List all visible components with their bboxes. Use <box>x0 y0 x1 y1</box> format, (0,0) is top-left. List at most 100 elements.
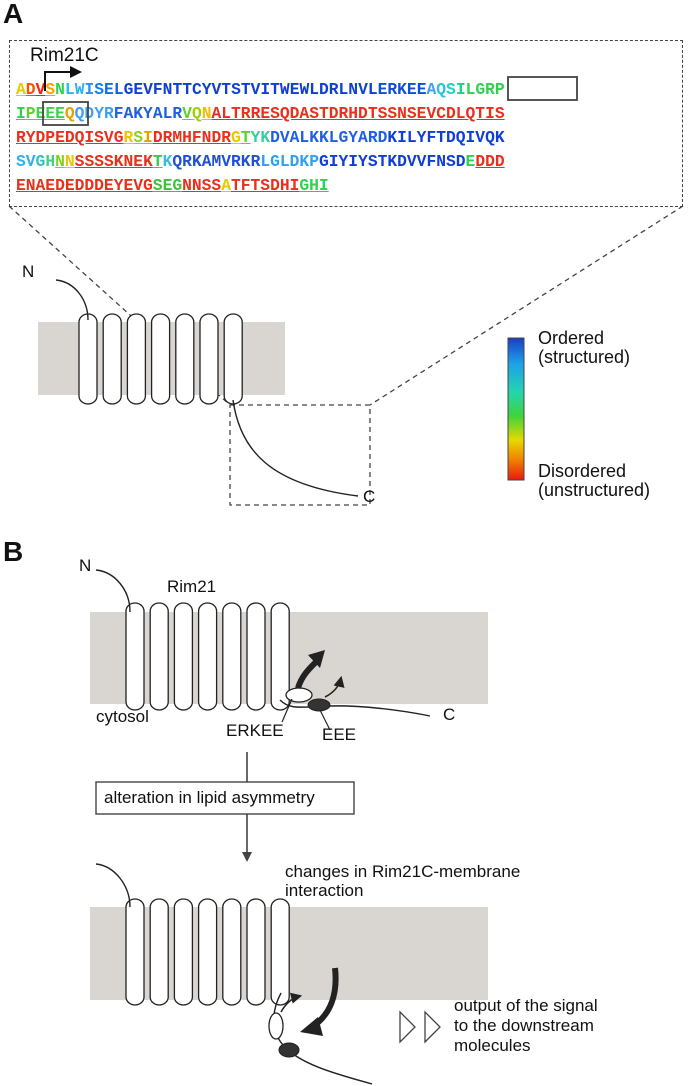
sequence-segment: N <box>64 152 75 171</box>
sequence-segment: YK <box>250 128 271 147</box>
n-terminal-label-b: N <box>79 556 92 575</box>
erkee-label: ERKEE <box>226 721 284 740</box>
output-label-line2: to the downstream <box>454 1016 594 1035</box>
big-arrow-curve-head <box>300 1017 323 1036</box>
n-terminal-label-a: N <box>22 262 35 281</box>
output-label-line3: molecules <box>454 1036 531 1055</box>
sequence-segment: H <box>45 152 56 171</box>
transmembrane-helix <box>223 313 243 405</box>
legend-ordered-label: Ordered <box>538 328 605 348</box>
sequence-segment: E <box>104 80 114 99</box>
sequence-line: SVGHNNSSSSKNEKTKQRKAMVRKRLGLDKPGIYIYSTKD… <box>16 152 505 171</box>
sequence-segment: GHI <box>299 176 329 195</box>
sequence-segment: ALTRRESQDASTDRHDTSSNSEVCDLQTIS <box>211 104 505 123</box>
sequence-segment: P <box>25 104 36 123</box>
sequence-segment: DVALKKLGYARD <box>270 128 388 147</box>
panel-b-letter: B <box>3 536 24 567</box>
helices-a <box>78 313 243 405</box>
legend-structured-label: (structured) <box>538 347 631 367</box>
transmembrane-helix <box>149 898 169 1006</box>
sequence-segment: G <box>231 128 241 147</box>
transmembrane-helix <box>126 313 147 405</box>
sequence-line: ENAEDEDDDEYEVGSEGNNSSATFTSDHIGHI <box>16 176 329 195</box>
sequence-line: ADVSNLWISELGEVFNTTCYVTSTVITWEWLDRLNVLERK… <box>16 80 505 99</box>
sequence-segment: FAKYALR <box>113 104 183 123</box>
sequence-segment: N <box>201 104 212 123</box>
sequence-segment: K <box>162 152 173 171</box>
transmembrane-helix <box>149 602 169 711</box>
sequence-segment: KILYFTDQIVQK <box>387 128 505 147</box>
order-legend-bar <box>507 337 525 481</box>
flow-arrowhead <box>242 852 252 862</box>
sequence-segment: DRMHFNDR <box>152 128 231 147</box>
cytosol-label: cytosol <box>96 707 149 726</box>
erkee-pointer <box>281 698 293 723</box>
sequence-segment: S <box>94 80 105 99</box>
sequence-segment: SV <box>16 152 36 171</box>
transmembrane-helix <box>173 898 194 1006</box>
sequence-segment: I <box>143 128 153 147</box>
eee-motif-top <box>307 698 331 712</box>
helices-b-bottom <box>125 898 290 1006</box>
transmembrane-helix <box>222 602 242 711</box>
sequence-segment: QDYR <box>74 104 114 123</box>
panel-a-letter: A <box>3 0 24 29</box>
big-arrow-head <box>308 650 325 668</box>
sequence-segment: A <box>16 80 26 99</box>
eee-pointer <box>319 709 331 731</box>
c-terminal-tail-b1 <box>279 699 431 717</box>
sequence-segment: Q <box>191 104 202 123</box>
sequence-box <box>9 40 683 207</box>
sequence-segment: DDD <box>475 152 505 171</box>
n-terminal-tail-b2 <box>95 863 131 908</box>
sequence-segment: GEVFNTTCYVTSTVITWEWLDRLNVL <box>123 80 378 99</box>
sequence-segment: T <box>240 128 251 147</box>
sequence-segment: I <box>455 80 466 99</box>
transmembrane-helix <box>102 313 122 405</box>
sequence-segment: LGLDKP <box>260 152 319 171</box>
transmembrane-helix <box>222 898 242 1006</box>
sequence-segment: D <box>25 80 36 99</box>
sequence-segment: LGRP <box>465 80 505 99</box>
sequence-segment: N <box>55 80 65 99</box>
sequence-segment: Q <box>436 80 447 99</box>
transmembrane-helix <box>78 313 98 405</box>
sequence-segment: W <box>74 80 85 99</box>
small-arrow-up <box>324 675 345 698</box>
erkee-box <box>507 76 578 101</box>
output-label-line1: output of the signal <box>454 996 598 1015</box>
erkee-motif-top <box>285 687 313 703</box>
sequence-segment: ERKEE <box>377 80 427 99</box>
sequence-segment: V <box>35 80 46 99</box>
sequence-segment: S <box>45 80 56 99</box>
sequence-segment: R <box>123 128 134 147</box>
change-label-line1: changes in Rim21C-membrane <box>285 862 521 881</box>
transmembrane-helix <box>175 313 195 405</box>
erkee-motif-bottom <box>268 1012 284 1040</box>
sequence-segment: N <box>55 152 65 171</box>
step-box-label: alteration in lipid asymmetry <box>104 788 315 807</box>
sequence-segment: SSSSKNEK <box>74 152 153 171</box>
c-terminal-tail-a <box>232 399 359 497</box>
eee-box <box>42 101 89 126</box>
rim21-label: Rim21 <box>167 577 217 596</box>
sequence-segment: Q <box>64 104 75 123</box>
sequence-segment: T <box>152 152 163 171</box>
sequence-segment: QRKAMVRKR <box>172 152 261 171</box>
transmembrane-helix <box>246 898 266 1006</box>
transmembrane-helix <box>270 602 290 711</box>
sequence-segment: TFTSDHI <box>230 176 300 195</box>
sequence-segment: L <box>64 80 75 99</box>
c-terminal-label-a: C <box>363 487 376 506</box>
eee-label: EEE <box>322 725 357 744</box>
sequence-segment: G <box>35 152 46 171</box>
sequence-segment: S <box>446 80 456 99</box>
c-terminal-tail-b2 <box>273 992 373 1085</box>
transmembrane-helix <box>125 898 145 1006</box>
change-label-line2: interaction <box>285 881 364 900</box>
sequence-segment: SEG <box>152 176 183 195</box>
sequence-line: RYDPEDQISVGRSIDRMHFNDRGTYKDVALKKLGYARDKI… <box>16 128 505 147</box>
sequence-segment: A <box>221 176 231 195</box>
transmembrane-helix <box>197 898 218 1006</box>
